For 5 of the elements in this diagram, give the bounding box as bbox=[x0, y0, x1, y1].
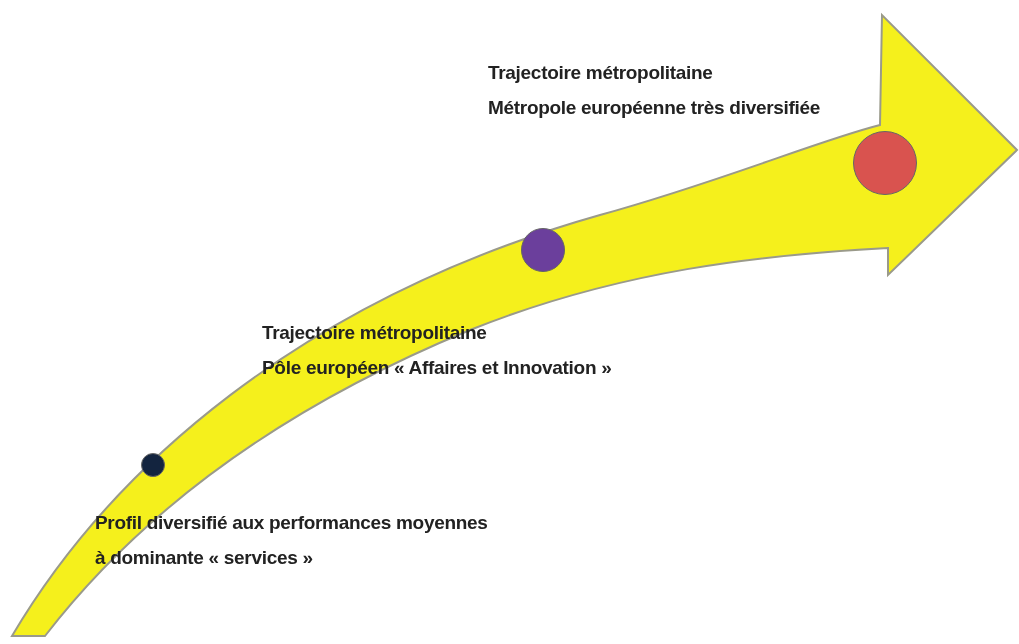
stage-caption: Pôle européen « Affaires et Innovation » bbox=[262, 356, 612, 380]
stage-caption: Métropole européenne très diversifiée bbox=[488, 96, 821, 120]
stage-caption: à dominante « services » bbox=[95, 546, 313, 570]
stage-caption: Profil diversifié aux performances moyennes bbox=[95, 511, 488, 535]
stage-caption: Trajectoire métropolitaine bbox=[488, 61, 713, 85]
